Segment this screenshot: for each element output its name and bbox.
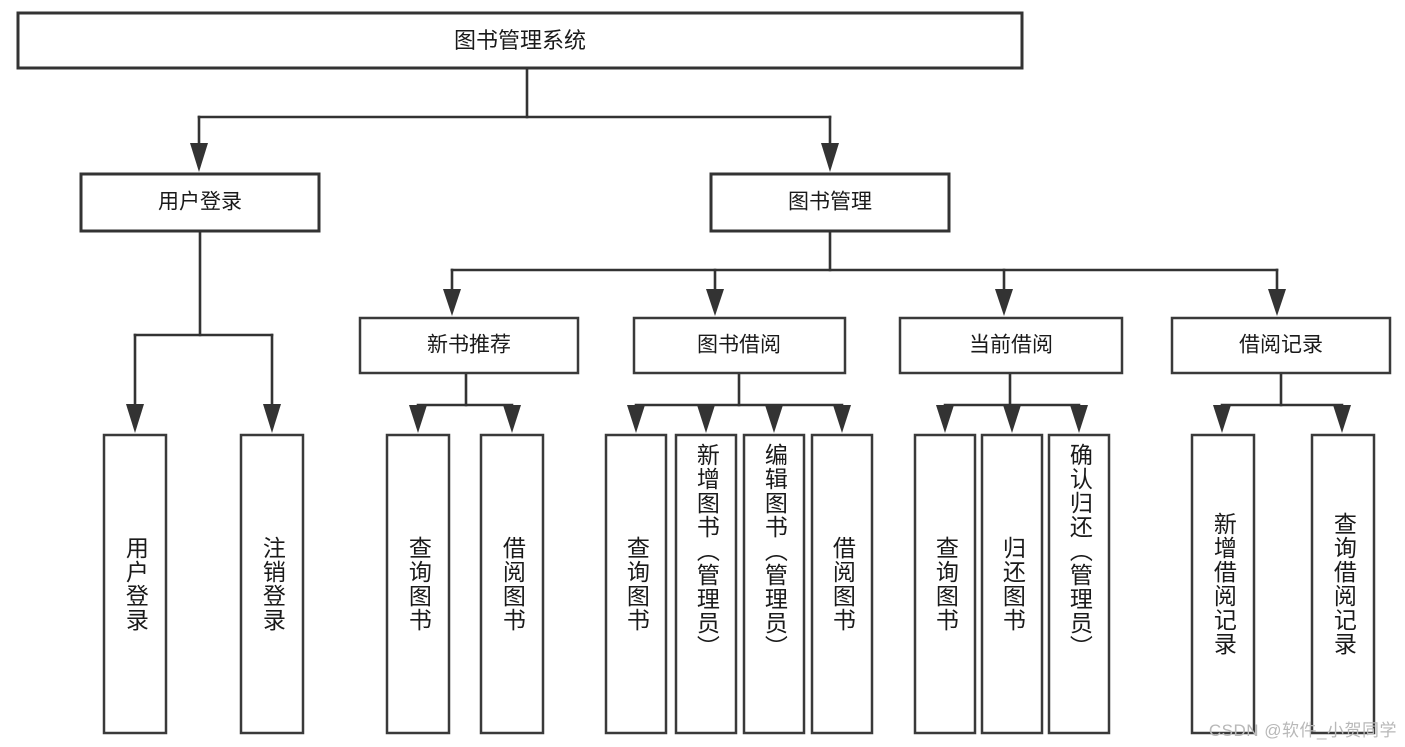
- connector-group-current-borrow: [936, 371, 1088, 433]
- leaf-boxes: [102, 433, 1376, 735]
- node-book-borrow-box[interactable]: [632, 316, 847, 375]
- arrowhead-leaf-borrow-book-1: [503, 405, 521, 433]
- leaf-user-login-box[interactable]: [102, 433, 168, 735]
- arrowhead-to-user-login: [190, 143, 208, 172]
- leaf-edit-book-admin-box[interactable]: [742, 433, 806, 735]
- arrowhead-leaf-add-borrow-record: [1213, 405, 1231, 433]
- node-current-borrow[interactable]: 当前借阅: [898, 316, 1124, 375]
- connector-group-book-borrow: [627, 371, 851, 433]
- arrowhead-leaf-query-book-1: [409, 405, 427, 433]
- arrowhead-leaf-borrow-book-2: [833, 405, 851, 433]
- csdn-watermark: CSDN @软件_小贺同学: [1208, 721, 1397, 740]
- node-borrow-record[interactable]: 借阅记录: [1170, 316, 1392, 375]
- arrowhead-borrow-record: [1268, 289, 1286, 316]
- arrowhead-leaf-user-login: [126, 404, 144, 433]
- leaf-add-borrow-record-box[interactable]: [1190, 433, 1256, 735]
- arrowhead-leaf-query-book-3: [936, 405, 954, 433]
- leaf-return-book-box[interactable]: [980, 433, 1044, 735]
- node-new-book-recommend[interactable]: 新书推荐: [358, 316, 580, 375]
- node-root-box[interactable]: [16, 11, 1024, 70]
- arrowhead-to-book-management: [821, 143, 839, 172]
- connector-group-new-book-recommend: [409, 371, 521, 433]
- node-book-borrow[interactable]: 图书借阅: [632, 316, 847, 375]
- node-user-login-box[interactable]: [79, 172, 321, 233]
- arrowhead-leaf-return-book: [1003, 405, 1021, 433]
- node-current-borrow-label: 当前借阅: [969, 334, 1053, 357]
- connector-group-borrow-record: [1213, 371, 1351, 433]
- connector-group-user-login: [126, 229, 281, 433]
- leaf-add-book-admin-box[interactable]: [674, 433, 738, 735]
- node-current-borrow-box[interactable]: [898, 316, 1124, 375]
- connector-group-book-management: [443, 229, 1286, 316]
- node-new-book-recommend-box[interactable]: [358, 316, 580, 375]
- node-book-management-label: 图书管理: [788, 191, 872, 214]
- node-root[interactable]: 图书管理系统: [16, 11, 1024, 70]
- arrowhead-book-borrow: [706, 289, 724, 316]
- node-root-label: 图书管理系统: [454, 28, 586, 53]
- node-user-login-label: 用户登录: [158, 191, 242, 214]
- leaf-borrow-book-1-box[interactable]: [479, 433, 545, 735]
- leaf-query-book-3-box[interactable]: [913, 433, 977, 735]
- leaf-confirm-return-admin-box[interactable]: [1047, 433, 1111, 735]
- leaf-query-book-1-box[interactable]: [385, 433, 451, 735]
- node-book-borrow-label: 图书借阅: [697, 334, 781, 357]
- arrowhead-leaf-edit-book-admin: [765, 405, 783, 433]
- node-borrow-record-box[interactable]: [1170, 316, 1392, 375]
- leaf-query-borrow-record-box[interactable]: [1310, 433, 1376, 735]
- node-borrow-record-label: 借阅记录: [1239, 334, 1323, 357]
- arrowhead-leaf-confirm-return-admin: [1070, 405, 1088, 433]
- arrowhead-current-borrow: [995, 289, 1013, 316]
- arrowhead-leaf-logout-login: [263, 404, 281, 433]
- arrowhead-new-book-recommend: [443, 289, 461, 316]
- node-book-management-box[interactable]: [709, 172, 951, 233]
- leaf-borrow-book-2-box[interactable]: [810, 433, 874, 735]
- arrowhead-leaf-add-book-admin: [697, 405, 715, 433]
- arrowhead-leaf-query-borrow-record: [1333, 405, 1351, 433]
- node-user-login[interactable]: 用户登录: [79, 172, 321, 233]
- node-new-book-recommend-label: 新书推荐: [427, 334, 511, 357]
- arrowhead-leaf-query-book-2: [627, 405, 645, 433]
- leaf-query-book-2-box[interactable]: [604, 433, 668, 735]
- connector-group-root: [190, 66, 839, 172]
- node-book-management[interactable]: 图书管理: [709, 172, 951, 233]
- leaf-logout-login-box[interactable]: [239, 433, 305, 735]
